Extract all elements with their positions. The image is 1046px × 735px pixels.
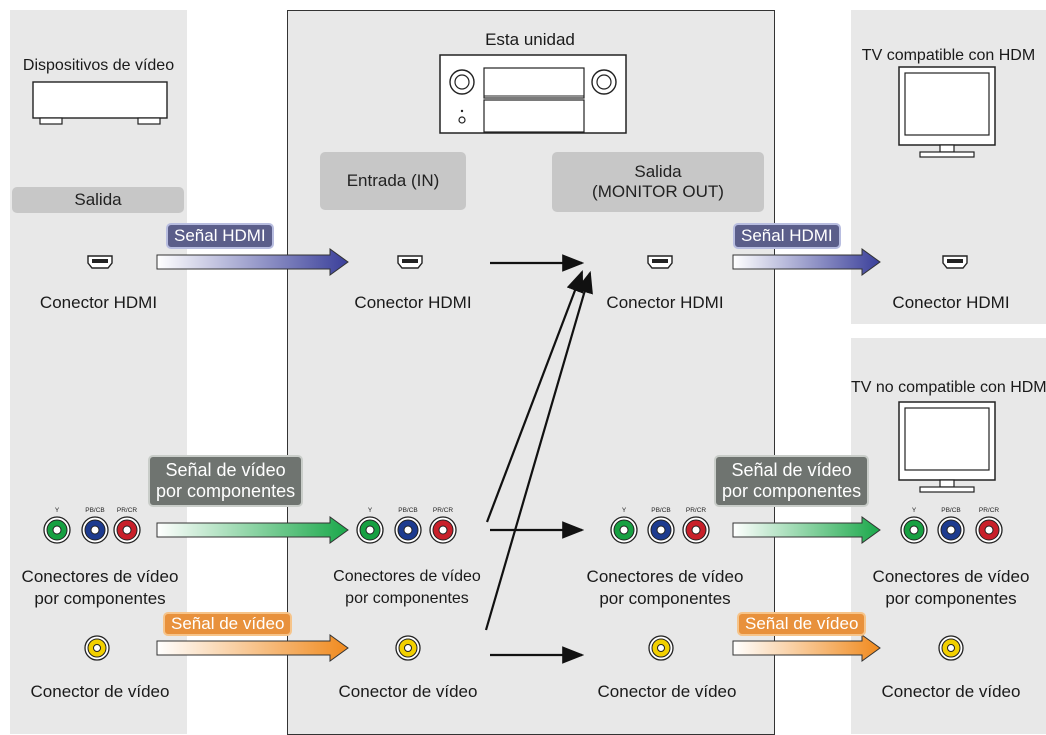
internal-routing-arrows [484, 254, 593, 664]
hdmi-signal-arrow-left [156, 248, 349, 276]
tv-y-jack-pin [909, 525, 919, 535]
source-pr-jack-label: PR/CR [117, 507, 138, 514]
unit-out-pr-jack-label: PR/CR [686, 507, 707, 514]
source-output-box: Salida [12, 187, 184, 213]
component-jack-groups: Y PB/CB PR/CR Y PB/CB PR/CR Y PB/CB PR/CR Y PB/CB P… [43, 507, 1003, 544]
tv-pr-jack-label: PR/CR [979, 507, 1000, 514]
unit-out-video-label: Conector de vídeo [597, 682, 737, 701]
unit-in-pr-jack-pin [438, 525, 448, 535]
video-signal-arrow-left [156, 634, 349, 662]
unit-out-video-jack-pin [657, 644, 665, 652]
unit-in-video-label: Conector de vídeo [338, 682, 478, 701]
unit-out-pb-jack-label: PB/CB [651, 507, 671, 514]
video-signal-tag-right: Señal de vídeo [737, 612, 867, 636]
source-y-jack-label: Y [55, 507, 60, 514]
tv-pr-jack-pin [984, 525, 994, 535]
unit-out-y-jack-label: Y [622, 507, 627, 514]
source-hdmi-connector-label: Conector HDMI [39, 293, 158, 312]
unit-out-hdmi-label: Conector HDMI [606, 293, 724, 312]
tv-hdmi-icon [898, 66, 996, 158]
unit-title: Esta unidad [485, 30, 575, 49]
unit-out-component-label-2: por componentes [599, 589, 731, 608]
unit-in-hdmi-label: Conector HDMI [354, 293, 472, 312]
av-receiver-icon [439, 54, 627, 134]
tv-hdmi-connector-label: Conector HDMI [892, 293, 1010, 312]
tv-hdmi-panel [851, 10, 1046, 324]
video-signal-tag-left: Señal de vídeo [163, 612, 293, 636]
source-video-jack-pin [93, 644, 101, 652]
tv-hdmi-label: TV compatible con HDM [861, 47, 1036, 64]
source-pb-jack-pin [90, 525, 100, 535]
unit-in-pb-jack-pin [403, 525, 413, 535]
source-video-connector-label: Conector de vídeo [30, 682, 170, 701]
hdmi-signal-arrow-right [732, 248, 881, 276]
source-component-label-2: por componentes [34, 589, 166, 608]
source-y-jack-pin [52, 525, 62, 535]
unit-output-box: Salida(MONITOR OUT) [552, 152, 764, 212]
unit-out-pb-jack-pin [656, 525, 666, 535]
tv-component-label-1: Conectores de vídeo [872, 567, 1030, 586]
source-device-icon [32, 81, 168, 125]
tv-hdmi-port-icon [942, 255, 968, 269]
tv-video-connector-label: Conector de vídeo [881, 682, 1021, 701]
unit-in-hdmi-port-icon [397, 255, 423, 269]
tv-y-jack-label: Y [912, 507, 917, 514]
unit-in-video-jack-pin [404, 644, 412, 652]
source-component-label-1: Conectores de vídeo [21, 567, 179, 586]
unit-out-hdmi-port-icon [647, 255, 673, 269]
hdmi-signal-tag-right: Señal HDMI [733, 223, 841, 249]
unit-in-y-jack-pin [365, 525, 375, 535]
unit-out-pr-jack-pin [691, 525, 701, 535]
unit-out-component-label-1: Conectores de vídeo [586, 567, 744, 586]
video-signal-arrow-right [732, 634, 881, 662]
source-pb-jack-label: PB/CB [85, 507, 105, 514]
unit-out-y-jack-pin [619, 525, 629, 535]
tv-nohdmi-icon [898, 401, 996, 493]
component-signal-arrow-left [156, 516, 349, 544]
unit-in-component-label-1: Conectores de vídeo [333, 568, 481, 585]
tv-video-jack-pin [947, 644, 955, 652]
unit-in-y-jack-label: Y [368, 507, 373, 514]
unit-in-pb-jack-label: PB/CB [398, 507, 418, 514]
source-device-label: Dispositivos de vídeo [22, 57, 175, 74]
source-panel [10, 10, 187, 734]
video-jacks [84, 635, 964, 661]
tv-pb-jack-pin [946, 525, 956, 535]
unit-in-component-label-2: por componentes [345, 590, 469, 607]
tv-nohdmi-label: TV no compatible con HDM [851, 379, 1046, 396]
source-hdmi-port-icon [87, 255, 113, 269]
component-signal-arrow-right [732, 516, 881, 544]
unit-in-pr-jack-label: PR/CR [433, 507, 454, 514]
hdmi-signal-tag-left: Señal HDMI [166, 223, 274, 249]
source-pr-jack-pin [122, 525, 132, 535]
tv-component-label-2: por componentes [885, 589, 1017, 608]
unit-input-box: Entrada (IN) [320, 152, 466, 210]
tv-pb-jack-label: PB/CB [941, 507, 961, 514]
